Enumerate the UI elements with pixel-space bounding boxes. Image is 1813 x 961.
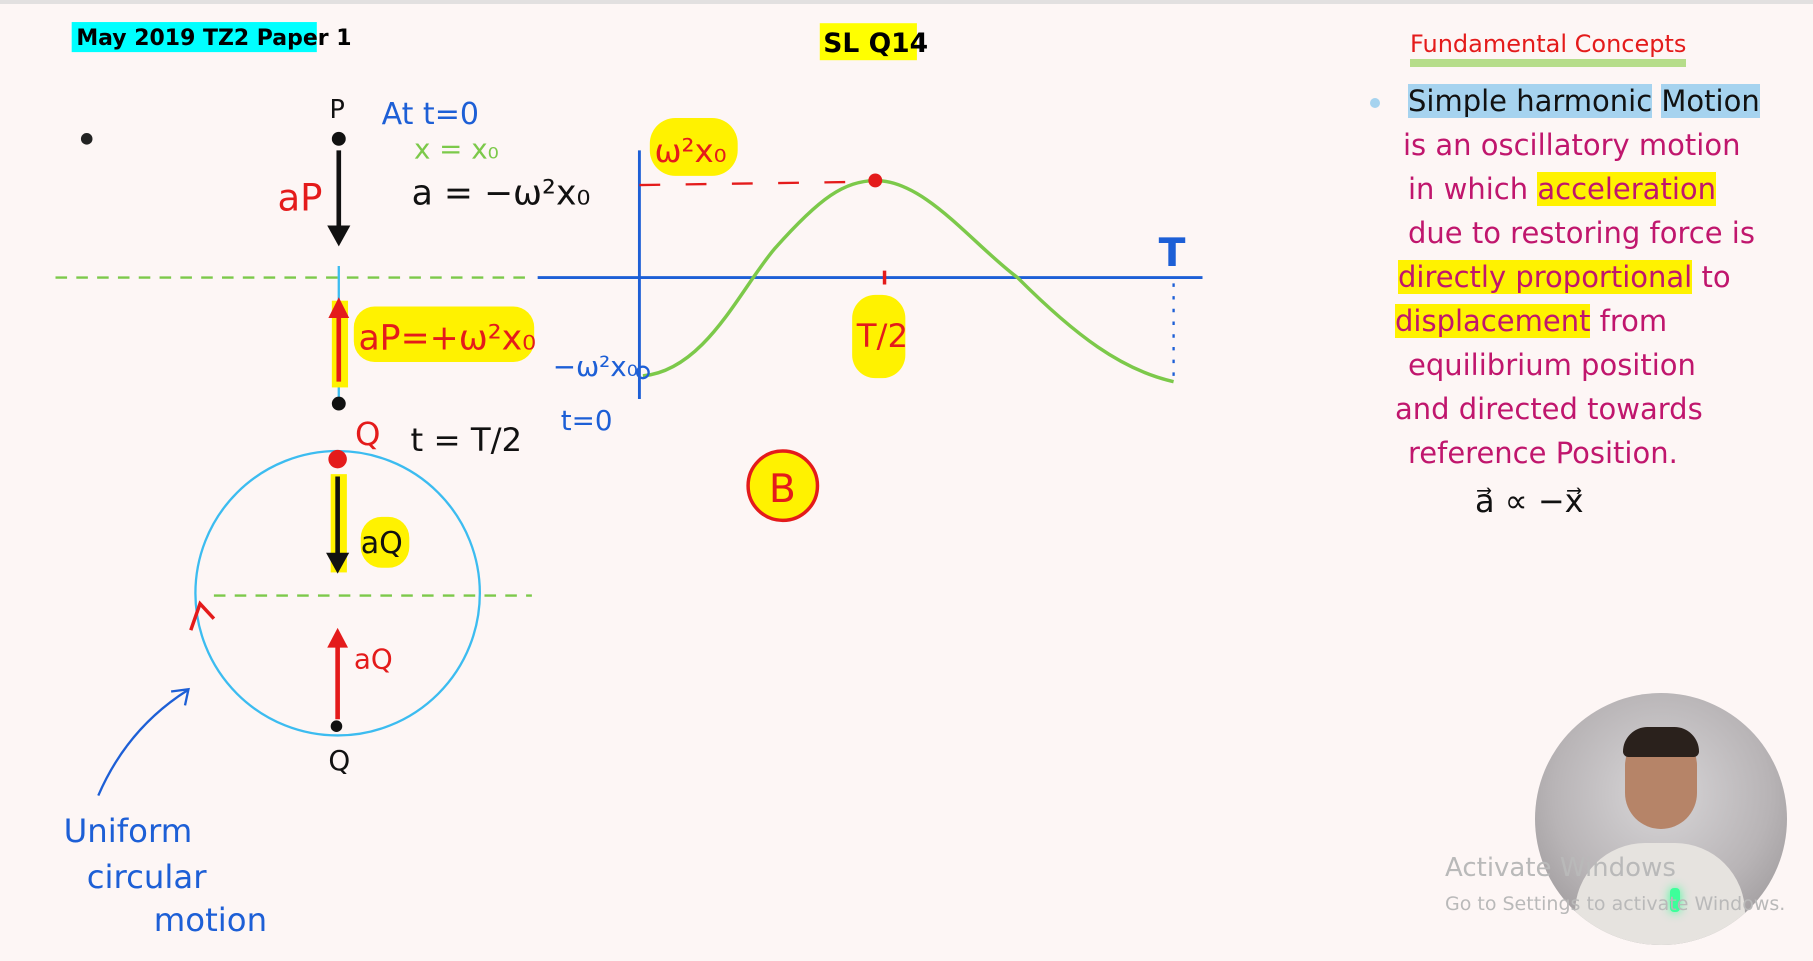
- activate-windows-watermark: Activate Windows Go to Settings to activ…: [1445, 850, 1785, 922]
- bullet-icon: [1370, 98, 1380, 108]
- notes-line: directly proportional to: [1398, 255, 1800, 299]
- window-top-edge: [0, 0, 1813, 4]
- caption-line-1: Uniform: [64, 812, 193, 850]
- notes-line: due to restoring force is: [1408, 216, 1755, 250]
- graph-period-label: T: [1159, 231, 1186, 276]
- t-half-label: t = T/2: [410, 421, 522, 459]
- notes-text: in which: [1408, 172, 1529, 206]
- shm-term-part2: Motion: [1661, 84, 1760, 118]
- highlighted-text: directly proportional: [1398, 260, 1693, 294]
- point-q-bottom-label: Q: [328, 744, 350, 777]
- at-t0-label: At t=0: [382, 97, 479, 132]
- notes-line: is an oscillatory motion: [1403, 128, 1741, 162]
- arrow-aq-down-head: [326, 552, 350, 574]
- min-point: [635, 365, 650, 380]
- ap-value: aP=+ω²x₀: [358, 318, 536, 358]
- caption-arrow-head: [170, 687, 190, 706]
- question-label: SL Q14: [823, 28, 928, 59]
- presenter-body: [1575, 843, 1745, 945]
- graph-max-label: ω²x₀: [654, 132, 726, 170]
- x-equals-x0: x = x₀: [414, 132, 499, 165]
- answer-circle: [746, 449, 820, 523]
- max-dashed-line: [639, 180, 876, 187]
- question-label-bg: [819, 23, 917, 61]
- ap-label: aP: [278, 177, 323, 220]
- graph-min-label: −ω²x₀: [553, 350, 638, 383]
- notes-line: displacement from: [1395, 299, 1800, 343]
- presenter-webcam: [1535, 693, 1787, 945]
- shm-term-part1: Simple harmonic: [1408, 84, 1653, 118]
- a-equation: a = −ω²x₀: [412, 174, 591, 214]
- max-point: [868, 173, 883, 188]
- point-q-label: Q: [355, 415, 380, 453]
- green-light-icon: [1670, 888, 1680, 912]
- aq-up-label: aQ: [354, 642, 393, 675]
- watermark-subtitle: Go to Settings to activate Windows.: [1445, 893, 1786, 915]
- stray-dot: [80, 133, 93, 145]
- graph-half-period-label: T/2: [856, 317, 908, 355]
- arrow-ap-up-head: [328, 297, 350, 319]
- highlight: [649, 118, 738, 176]
- highlight: [360, 516, 410, 568]
- highlight: [852, 294, 906, 379]
- point-q-top: [328, 449, 347, 469]
- notes-line: and directed towards: [1395, 392, 1703, 426]
- answer-label: B: [769, 467, 796, 512]
- notes-line: equilibrium position: [1408, 348, 1696, 382]
- point-q-bottom: [330, 720, 343, 732]
- paper-label-bg: [71, 22, 317, 53]
- caption-line-3: motion: [154, 901, 267, 939]
- point-p-label: P: [330, 94, 345, 124]
- notes-title: Fundamental Concepts: [1410, 29, 1687, 67]
- paper-label: May 2019 TZ2 Paper 1: [76, 26, 351, 51]
- highlighted-text: acceleration: [1537, 172, 1717, 206]
- arrow-ap-down-head: [327, 225, 351, 247]
- notes-text: from: [1599, 304, 1668, 338]
- caption-line-2: circular: [87, 858, 207, 896]
- fundamental-concepts-notes: Fundamental Concepts Simple harmonic Mot…: [1370, 20, 1800, 523]
- graph-t0-label: t=0: [561, 404, 613, 437]
- aq-down-label: aQ: [361, 526, 403, 561]
- caption-arrow: [97, 689, 188, 797]
- acceleration-curve: [642, 178, 1174, 384]
- notes-line: in which acceleration: [1408, 167, 1800, 211]
- point-p: [331, 131, 346, 146]
- shm-term: Simple harmonic Motion: [1370, 79, 1760, 123]
- proportionality-formula: a⃗ ∝ −x⃗: [1475, 482, 1584, 520]
- notes-line: reference Position.: [1408, 436, 1678, 470]
- highlighted-text: displacement: [1395, 304, 1591, 338]
- rotation-direction-icon: [189, 600, 216, 631]
- presenter-hair: [1623, 727, 1699, 757]
- highlight: [353, 306, 535, 362]
- notes-text: to: [1701, 260, 1731, 294]
- watermark-title: Activate Windows: [1445, 853, 1676, 883]
- arrow-aq-up-head: [327, 627, 349, 648]
- point-bottom-extreme: [331, 396, 346, 411]
